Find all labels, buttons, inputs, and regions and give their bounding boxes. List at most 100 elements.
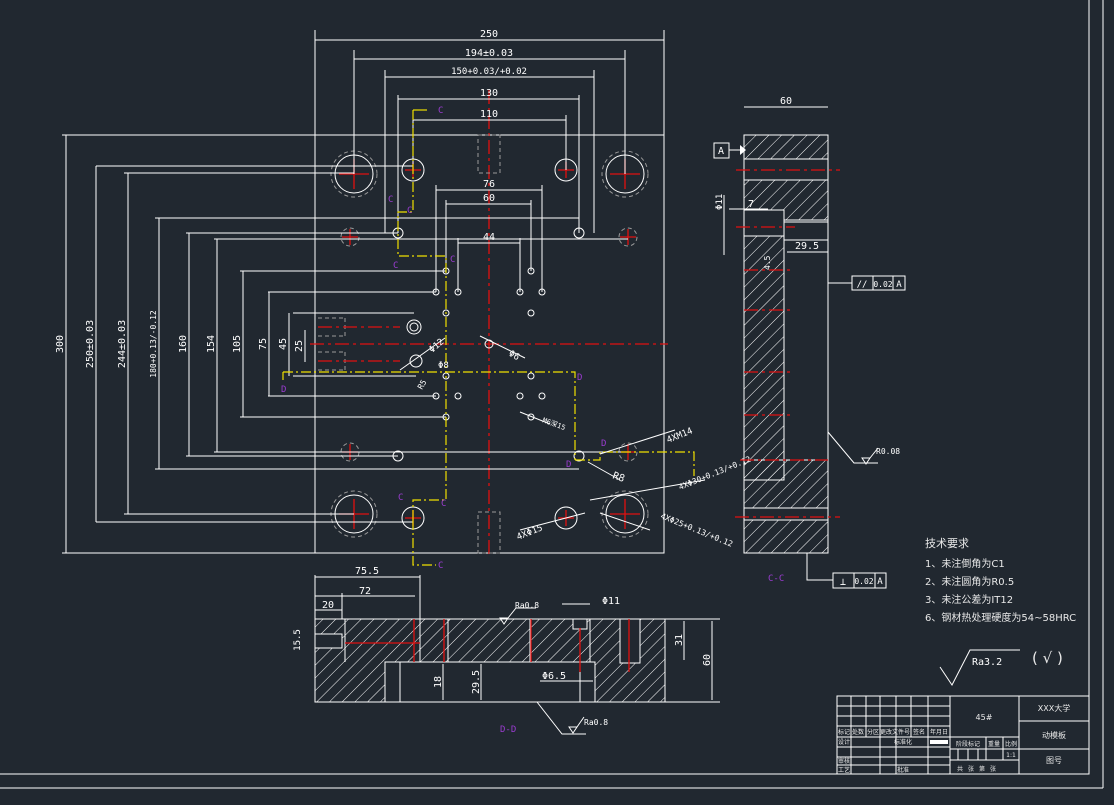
fcf-perp-symbol: ⊥	[840, 577, 846, 588]
dim-300: 300	[55, 335, 66, 353]
callout-4xm14: 4XM14	[665, 426, 694, 445]
tb-scale-label: 比例	[1005, 740, 1017, 748]
callout-phi6: Φ6	[507, 349, 521, 363]
extension-lines	[62, 30, 665, 554]
section-mark-c: C	[407, 206, 412, 216]
tb-process: 工艺	[838, 766, 850, 774]
dim-250: 250	[480, 29, 498, 40]
section-label-c-c: C-C	[768, 574, 784, 584]
tech-req-item: 3、未注公差为IT12	[925, 593, 1013, 606]
dim-244: 244±0.03	[117, 320, 128, 368]
callout-4xphi15: 4XΦ15	[515, 523, 544, 542]
tb-stage: 阶段标记	[956, 740, 980, 748]
tech-req-item: 1、未注倒角为C1	[925, 557, 1005, 570]
tb-header: 签名	[913, 728, 925, 736]
dim-105: 105	[232, 335, 243, 353]
section-mark-c: C	[393, 261, 398, 271]
tb-drawing-no: 图号	[1046, 756, 1062, 765]
datum-a: A	[718, 146, 724, 157]
vertical-dimensions	[65, 135, 306, 553]
side-dim-phi11: Φ11	[715, 194, 725, 210]
callout-phi8: Φ8	[438, 361, 449, 371]
section-mark-c: C	[441, 499, 446, 509]
fcf-parallel-tol: 0.02	[873, 280, 892, 289]
dim-130: 130	[480, 88, 498, 99]
pin-holes	[406, 267, 546, 421]
section-mark-c-top: C	[438, 106, 443, 116]
tb-header: 年月日	[930, 728, 948, 736]
tb-sheet: 张	[968, 765, 974, 773]
tb-header: 处数	[852, 728, 864, 736]
tb-weight: 重量	[988, 740, 1000, 748]
tb-design: 设计	[838, 738, 850, 746]
tech-req-item: 2、未注圆角为R0.5	[925, 575, 1014, 588]
tb-approve: 批准	[897, 766, 909, 774]
fcf-parallel-symbol: //	[857, 280, 868, 290]
callout-r8: R8	[611, 470, 626, 484]
fcf-perp-datum: A	[877, 577, 883, 587]
bottom-dim-31: 31	[674, 634, 685, 646]
section-mark-c: C	[398, 493, 403, 503]
dim-110: 110	[480, 109, 498, 120]
roughness-top: Ra0.8	[515, 601, 539, 610]
bottom-dim-phi11: Φ11	[602, 596, 620, 607]
side-view: 60 A Φ11 7 29.5 4.5 // 0.02 A R0.08 ⊥ 0.…	[713, 96, 906, 589]
other-roughness-marker: ( √ )	[1032, 649, 1063, 667]
callout-phi12: Φ12	[428, 337, 447, 355]
dim-160: 160	[178, 335, 189, 353]
dim-60: 60	[483, 193, 495, 204]
bottom-dim-15-5: 15.5	[293, 629, 303, 651]
side-dim-29-5: 29.5	[795, 241, 819, 252]
tb-sheet: 张	[990, 765, 996, 773]
callout-4xphi25: 4XΦ25+0.13/+0.12	[659, 512, 734, 549]
dim-180: 180+0.13/-0.12	[149, 310, 158, 378]
section-mark-c-bottom: C	[438, 561, 443, 571]
dim-250v: 250±0.03	[85, 320, 96, 368]
bottom-dim-phi6-5: Φ6.5	[542, 671, 566, 682]
section-mark-d: D	[577, 373, 582, 383]
tb-header: 标记	[838, 728, 850, 736]
dim-44: 44	[483, 232, 495, 243]
bottom-view: 75.5 72 20 15.5 Φ11 Ra0.8 31 60 18 29.5 …	[293, 566, 720, 735]
tb-check: 审核	[838, 757, 850, 765]
dim-25: 25	[294, 340, 305, 352]
callout-r5: R5	[416, 378, 429, 391]
dim-76: 76	[483, 179, 495, 190]
bottom-dim-18: 18	[433, 676, 444, 688]
dim-150: 150+0.03/+0.02	[451, 67, 527, 77]
tb-material: 45#	[976, 713, 993, 722]
general-roughness: Ra3.2	[972, 657, 1002, 668]
roughness-bottom: Ra0.8	[584, 718, 608, 727]
section-label-d-d: D-D	[500, 725, 516, 735]
tb-standard: 标准化	[894, 738, 912, 746]
bottom-dim-60: 60	[702, 654, 713, 666]
bottom-dim-29-5: 29.5	[471, 670, 482, 694]
fcf-perp-tol: 0.02	[854, 577, 873, 586]
tech-req-item: 6、钢材热处理硬度为54~58HRC	[925, 611, 1076, 624]
front-view: 250 194±0.03 150+0.03/+0.02 130 110 76 6…	[55, 29, 752, 571]
dim-154: 154	[206, 335, 217, 353]
tech-req-title: 技术要求	[925, 537, 969, 550]
tb-sheet: 共	[957, 765, 963, 773]
callout-m6: M6深15	[541, 415, 566, 432]
horizontal-dimensions	[315, 39, 664, 244]
side-roughness: R0.08	[876, 447, 900, 456]
side-dim-7: 7	[748, 199, 754, 210]
bottom-dim-72: 72	[359, 586, 371, 597]
bottom-dim-20: 20	[322, 600, 334, 611]
dim-194: 194±0.03	[465, 48, 513, 59]
title-block: 标记 处数 分区 更改文件号 签名 年月日 设计 标准化 审核 工艺 批准 45…	[836, 695, 1090, 775]
tb-header: 更改文件号	[880, 728, 910, 736]
dim-45: 45	[278, 338, 289, 350]
tb-drawing-title: 动模板	[1042, 730, 1066, 740]
tech-requirements: 技术要求 1、未注倒角为C1 2、未注圆角为R0.5 3、未注公差为IT12 6…	[925, 537, 1076, 686]
bottom-dim-75-5: 75.5	[355, 566, 379, 577]
roughness-symbol	[939, 649, 1020, 686]
side-dim-4-5: 4.5	[763, 255, 772, 270]
fcf-parallel-datum: A	[896, 280, 902, 290]
side-dim-60: 60	[780, 96, 792, 107]
tb-header: 分区	[867, 728, 879, 736]
dim-75: 75	[258, 338, 269, 350]
section-mark-c: C	[388, 195, 393, 205]
